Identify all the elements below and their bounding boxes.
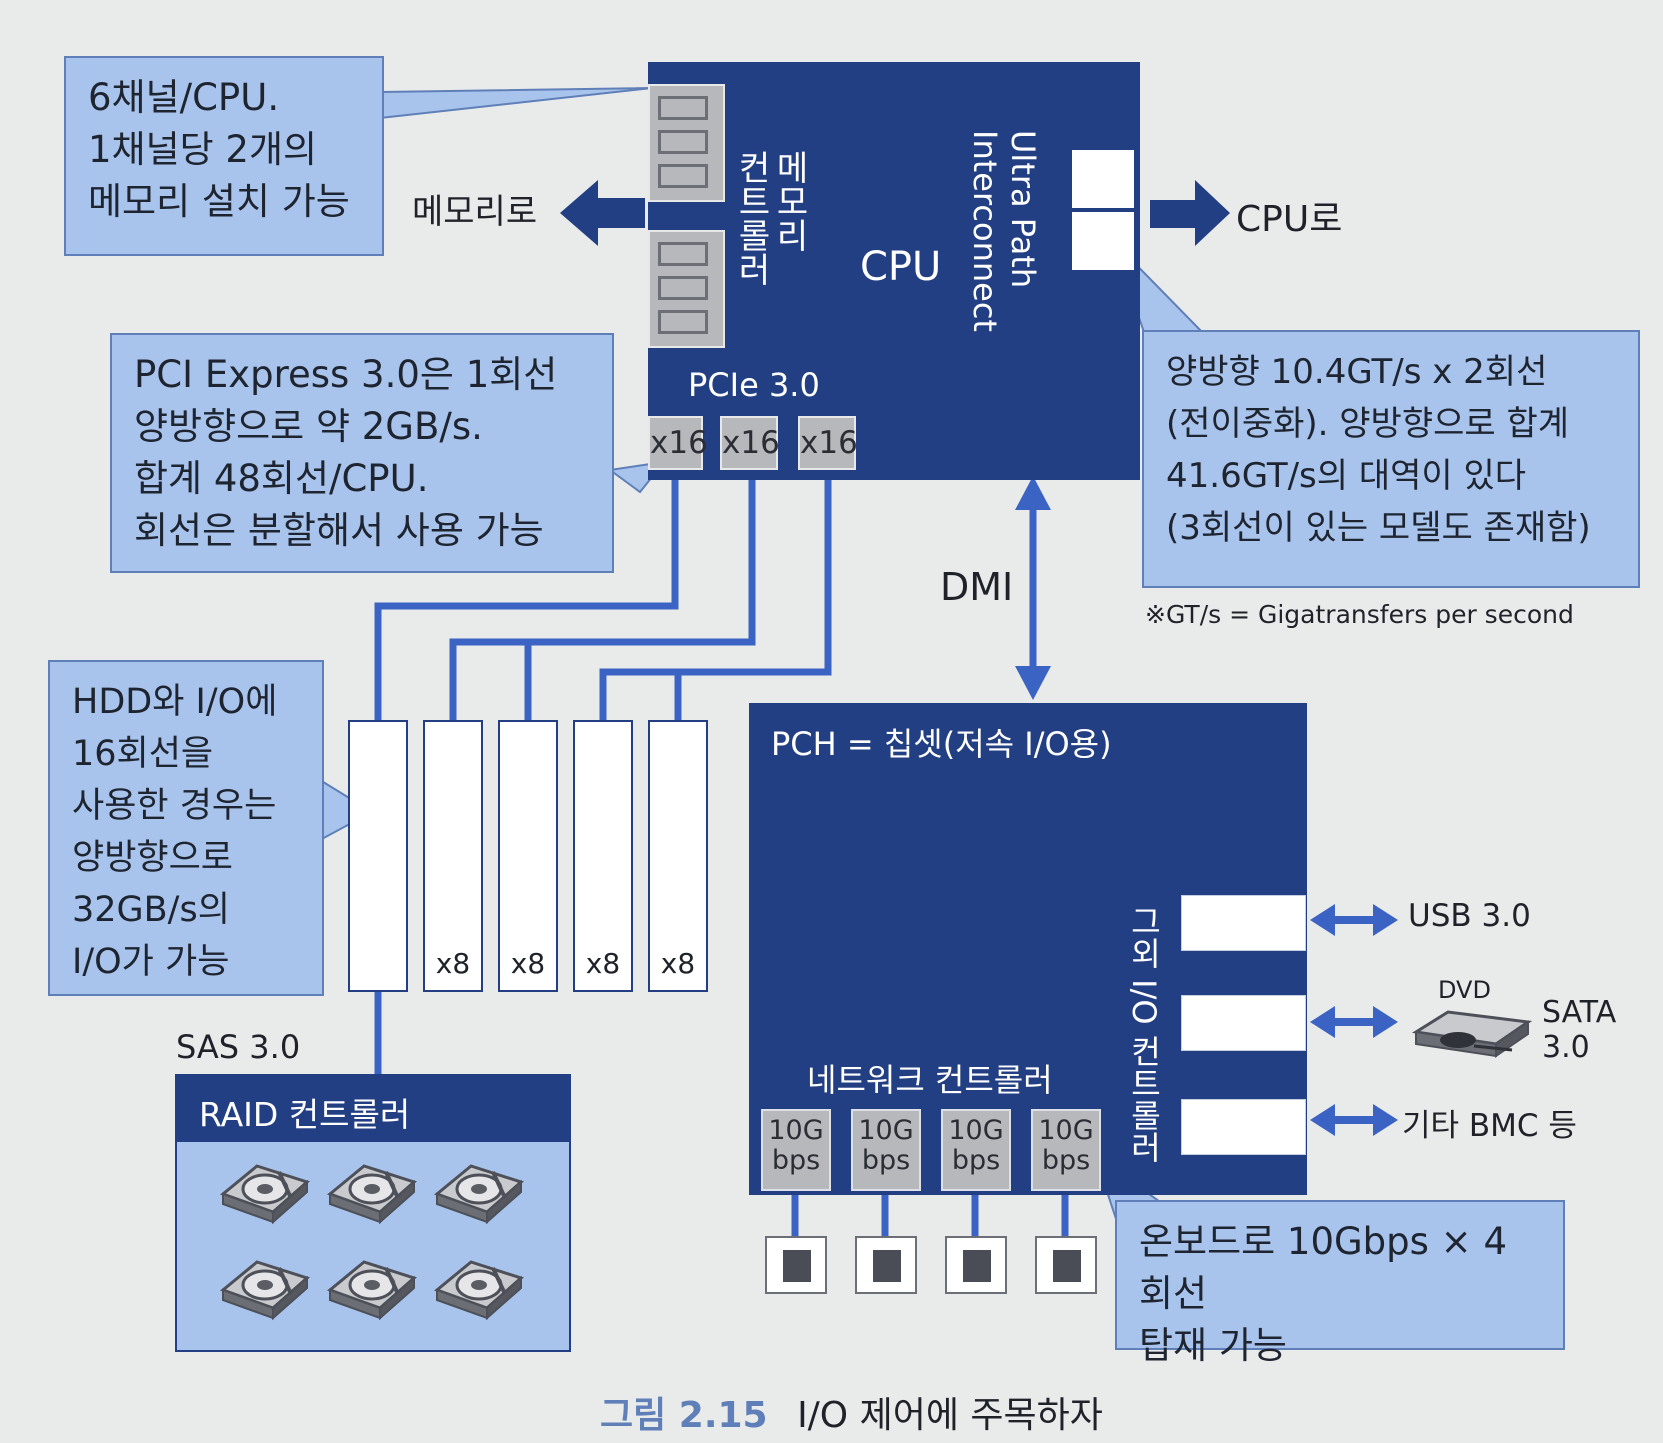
usb-label: USB 3.0 [1408, 898, 1531, 934]
cpu-label: CPU [860, 244, 942, 290]
lane-label: x8 [585, 947, 621, 980]
hdd-callout: HDD와 I/O에 16회선을 사용한 경우는 양방향으로 32GB/s의 I/… [48, 660, 324, 996]
to-cpu-label: CPU로 [1236, 199, 1343, 240]
figure-title: I/O 제어에 주목하자 [797, 1395, 1103, 1436]
io-controller-label: 그외 I/O 컨트롤러 [1125, 905, 1163, 1163]
network-controller-title: 네트워크 컨트롤러 [807, 1061, 1053, 1099]
disk-icon [221, 1260, 309, 1320]
dvd-label: DVD [1438, 976, 1491, 1004]
cpu-link-arrow [1150, 180, 1230, 246]
figure-number: 그림 2.15 [600, 1395, 768, 1436]
footnote: ※GT/s = Gigatransfers per second [1145, 600, 1574, 629]
sata-label: SATA 3.0 [1542, 995, 1617, 1065]
pcie-port-1: x16 [648, 416, 708, 470]
dvd-drive-icon [1412, 1010, 1532, 1058]
figure-caption: 그림 2.15 I/O 제어에 주목하자 [600, 1386, 1103, 1438]
disk-icon [435, 1164, 523, 1224]
ethernet-jack-icon [855, 1236, 917, 1294]
sas-label: SAS 3.0 [176, 1028, 301, 1066]
disk-icon [328, 1260, 416, 1320]
peripheral-arrows [1310, 904, 1398, 1136]
usb-port [1181, 895, 1306, 951]
ethernet-jack-icon [1035, 1236, 1097, 1294]
memory-controller-label: 메모리 컨트롤러 [731, 150, 809, 286]
lane-label: x8 [435, 947, 471, 980]
pch-block: PCH = 칩셋(저속 I/O용) 그외 I/O 컨트롤러 네트워크 컨트롤러 … [749, 703, 1307, 1195]
raid-title: RAID 컨트롤러 [199, 1095, 411, 1134]
dmi-label: DMI [940, 565, 1014, 609]
lane-slot-x8: x8 [498, 720, 558, 992]
lane-label: x8 [510, 947, 546, 980]
network-port-1: 10G bps [761, 1109, 831, 1191]
lane-label: x16 [351, 947, 405, 980]
to-memory-label: 메모리로 [412, 192, 538, 232]
ethernet-jack-icon [765, 1236, 827, 1294]
cpu-block: 메모리 컨트롤러 CPU Ultra Path Interconnect PCI… [648, 62, 1140, 480]
memory-slot-group-top [648, 84, 725, 202]
pcie-callout: PCI Express 3.0은 1회선 양방향으로 약 2GB/s. 합계 4… [110, 333, 614, 573]
ethernet-jack-icon [945, 1236, 1007, 1294]
lane-slot-x8: x8 [423, 720, 483, 992]
upi-port-top [1072, 150, 1134, 208]
memory-arrow [560, 180, 645, 246]
network-port-4: 10G bps [1031, 1109, 1101, 1191]
disk-icon [328, 1164, 416, 1224]
lane-slot-x16: x16 [348, 720, 408, 992]
pcie-port-2: x16 [720, 416, 780, 470]
disk-array [221, 1164, 523, 1320]
dmi-arrow [1015, 476, 1051, 700]
disk-icon [435, 1260, 523, 1320]
lane-label: x8 [660, 947, 696, 980]
lane-slot-x8: x8 [648, 720, 708, 992]
upi-port-bottom [1072, 212, 1134, 270]
memory-callout-pointer [379, 87, 653, 120]
raid-title-bar: RAID 컨트롤러 [177, 1076, 569, 1142]
pch-title: PCH = 칩셋(저속 I/O용) [771, 725, 1112, 763]
network-port-3: 10G bps [941, 1109, 1011, 1191]
pcie-label: PCIe 3.0 [688, 366, 820, 404]
network-callout: 온보드로 10Gbps × 4회선 탑재 가능 [1115, 1200, 1565, 1367]
upi-callout: 양방향 10.4GT/s x 2회선 (전이중화). 양방향으로 합계 41.6… [1142, 330, 1640, 588]
disk-icon [221, 1164, 309, 1224]
other-label: 기타 BMC 등 [1402, 1108, 1577, 1144]
sata-port [1181, 995, 1306, 1051]
memory-slot-group-bottom [648, 230, 725, 348]
network-port-2: 10G bps [851, 1109, 921, 1191]
memory-callout: 6채널/CPU. 1채널당 2개의 메모리 설치 가능 [64, 56, 384, 256]
raid-controller: RAID 컨트롤러 [175, 1074, 571, 1352]
upi-label: Ultra Path Interconnect [966, 130, 1042, 332]
other-io-port [1181, 1099, 1306, 1155]
lane-slot-x8: x8 [573, 720, 633, 992]
pcie-wires [374, 472, 832, 1076]
pcie-port-3: x16 [798, 416, 858, 470]
jack-wires [791, 1195, 1069, 1238]
